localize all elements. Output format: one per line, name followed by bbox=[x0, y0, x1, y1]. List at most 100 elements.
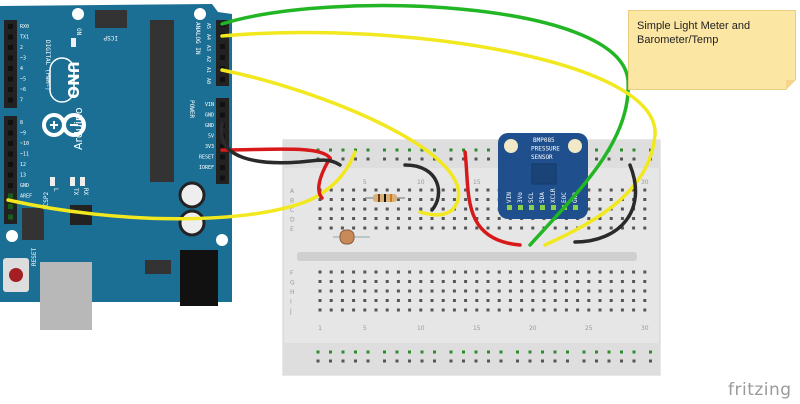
hole bbox=[620, 188, 624, 192]
hole bbox=[363, 299, 367, 302]
uno-badge bbox=[49, 57, 75, 103]
hole bbox=[632, 289, 636, 293]
hole bbox=[452, 280, 456, 283]
rail-hole bbox=[553, 350, 557, 354]
analog-pin-label: A3 bbox=[205, 45, 211, 51]
hole bbox=[430, 289, 434, 293]
hole bbox=[363, 308, 367, 312]
rail-hole bbox=[474, 359, 478, 363]
hole bbox=[497, 270, 501, 274]
usb-port bbox=[40, 262, 92, 330]
hole bbox=[598, 226, 602, 230]
rail-hole bbox=[462, 350, 465, 354]
note-text: Simple Light Meter and Barometer/Temp bbox=[637, 20, 751, 46]
column-label: 25 bbox=[585, 325, 593, 332]
hole bbox=[564, 226, 568, 230]
hole bbox=[620, 299, 624, 302]
hole bbox=[497, 226, 501, 230]
hole bbox=[587, 280, 591, 283]
hole bbox=[408, 226, 412, 230]
rail-hole bbox=[487, 157, 490, 161]
hole bbox=[385, 299, 389, 302]
hole bbox=[352, 270, 356, 274]
hole bbox=[396, 207, 400, 211]
hole bbox=[430, 280, 434, 283]
hole bbox=[609, 289, 613, 293]
hole bbox=[363, 198, 367, 201]
pin bbox=[220, 175, 225, 181]
hole bbox=[486, 188, 490, 192]
wire-green-a5 bbox=[220, 3, 630, 247]
l-led-label: L bbox=[52, 188, 59, 192]
hole bbox=[587, 198, 591, 201]
hole bbox=[352, 198, 356, 201]
rx-led-label: RX bbox=[82, 188, 89, 196]
hole bbox=[609, 270, 613, 274]
rail-hole bbox=[449, 148, 453, 152]
rail-hole bbox=[341, 350, 345, 354]
row-label: G bbox=[290, 280, 295, 287]
hole bbox=[486, 207, 490, 211]
hole bbox=[475, 308, 479, 312]
analog-pin-label: A2 bbox=[205, 56, 211, 62]
hole bbox=[587, 217, 591, 220]
rail-hole bbox=[366, 350, 370, 354]
rail-hole bbox=[329, 148, 332, 152]
hole bbox=[520, 289, 524, 293]
hole bbox=[352, 226, 356, 230]
rail-hole bbox=[383, 350, 386, 354]
hole bbox=[329, 308, 333, 312]
hole bbox=[352, 280, 356, 283]
hole bbox=[441, 207, 445, 211]
hole bbox=[531, 226, 535, 230]
hole bbox=[486, 299, 490, 302]
hole bbox=[374, 289, 378, 293]
note-box: Simple Light Meter and Barometer/Temp bbox=[628, 10, 796, 90]
hole bbox=[385, 289, 389, 293]
hole bbox=[508, 226, 512, 230]
digital-pin-label: 13 bbox=[20, 173, 26, 179]
wire-red-3v3 bbox=[220, 147, 333, 200]
pin bbox=[8, 214, 13, 220]
hole bbox=[452, 217, 456, 220]
rail-hole bbox=[649, 359, 652, 363]
pin bbox=[220, 154, 225, 160]
sensor-pin-label: VIN bbox=[506, 192, 513, 203]
hole bbox=[352, 207, 356, 211]
hole bbox=[452, 289, 456, 293]
hole bbox=[643, 299, 647, 302]
rail-hole bbox=[632, 359, 636, 363]
hole bbox=[419, 207, 423, 211]
rail-hole bbox=[553, 359, 557, 363]
hole bbox=[329, 226, 333, 230]
hole bbox=[396, 198, 400, 201]
tx-led-label: TX bbox=[72, 188, 79, 196]
hole bbox=[632, 299, 636, 302]
rail-hole bbox=[566, 350, 569, 354]
rail-hole bbox=[499, 350, 503, 354]
hole bbox=[531, 270, 535, 274]
sensor-title-line: SENSOR bbox=[531, 154, 553, 161]
hole bbox=[385, 207, 389, 211]
column-label: 1 bbox=[318, 325, 322, 332]
hole bbox=[564, 270, 568, 274]
hole bbox=[497, 280, 501, 283]
hole bbox=[632, 188, 636, 192]
row-label: B bbox=[290, 198, 294, 205]
hole bbox=[475, 198, 479, 201]
pin bbox=[8, 45, 13, 50]
hole bbox=[598, 198, 602, 201]
rail-hole bbox=[582, 350, 586, 354]
wire-red-vin bbox=[463, 150, 522, 247]
rail-hole bbox=[433, 350, 436, 354]
rail-hole bbox=[366, 359, 370, 363]
hole bbox=[340, 217, 344, 220]
mount-hole bbox=[72, 8, 84, 20]
rail-hole bbox=[420, 157, 424, 161]
hole bbox=[441, 226, 445, 230]
hole bbox=[486, 289, 490, 293]
hole bbox=[430, 226, 434, 230]
rail-hole bbox=[607, 359, 611, 363]
rail-hole bbox=[354, 359, 357, 363]
hole bbox=[475, 280, 479, 283]
